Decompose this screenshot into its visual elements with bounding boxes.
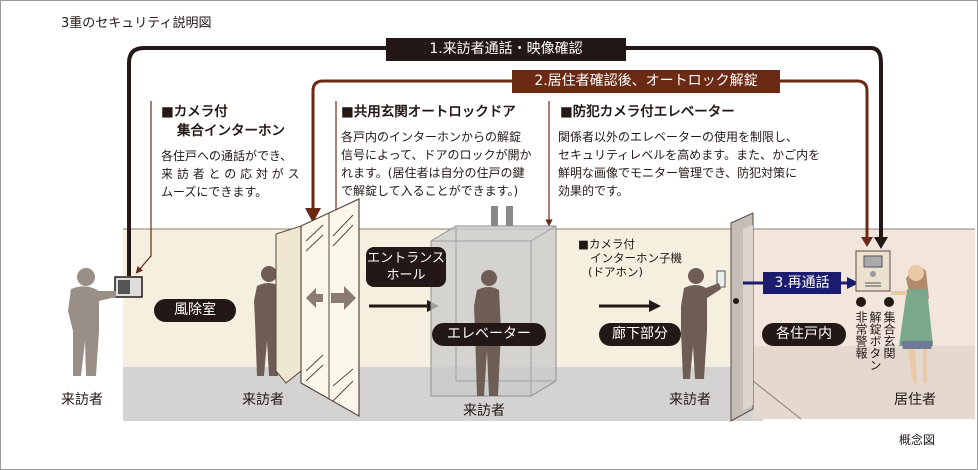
body-line: 効果的です。: [558, 184, 629, 198]
callout-elevator-body: 関係者以外のエレベーターの使用を制限し、 セキュリティレベルを高めます。また、か…: [558, 128, 820, 200]
flow2-arrowhead: [305, 208, 321, 223]
area-unit: 各住戸内: [762, 323, 846, 346]
body-line: 来 訪 者 と の 応 対 が ス: [161, 167, 300, 181]
visitor-figure-4: [681, 268, 721, 379]
label-line: ホール: [386, 268, 426, 283]
flow2-arrowhead-right: [861, 237, 873, 247]
visitor-label-1: 来訪者: [61, 392, 103, 408]
area-elevator: エレベーター: [432, 323, 546, 346]
emergency-alarm-label: 非常警報: [854, 311, 868, 359]
body-line: れます。(居住者は自分の住戸の鍵: [341, 166, 525, 180]
auto-lock-door-left: [275, 225, 302, 384]
conceptual-note: 概念図: [899, 433, 936, 447]
resident-label: 居住者: [894, 392, 936, 408]
area-entrance-hall: エントランス ホール: [366, 247, 446, 287]
body-line: 各住戸への通話ができ、: [161, 149, 293, 163]
flow2-label: 2.居住者確認後、オートロック解錠: [512, 70, 780, 93]
flow3-label: 3.再通話: [763, 272, 841, 294]
emergency-bullet: [856, 297, 866, 307]
home-intercom-monitor: [855, 250, 891, 292]
unit-floor: [753, 346, 975, 419]
callout-autolock-heading: ■共用玄関オートロックドア: [341, 104, 516, 120]
unlock-button-label-1: 集合玄関: [882, 311, 896, 359]
visitor-label-2: 来訪者: [242, 392, 284, 408]
callout-intercom-heading-2: 集合インターホン: [177, 123, 285, 139]
callout-intercom-body: 各住戸への通話ができ、 来 訪 者 と の 応 対 が ス ムーズにできます。: [161, 147, 300, 201]
flow1-label: 1.来訪者通話・映像確認: [386, 38, 626, 61]
body-line: ムーズにできます。: [161, 185, 268, 199]
body-line: で解錠して入ることができます。): [341, 184, 519, 198]
label-line: エントランス: [367, 251, 445, 266]
body-line: セキュリティレベルを高めます。また、かご内を: [558, 148, 821, 162]
label-line: (ドアホン): [588, 265, 643, 279]
body-line: 関係者以外のエレベーターの使用を制限し、: [558, 130, 799, 144]
label-line: ■カメラ付: [578, 237, 635, 251]
callout-elevator-heading: ■防犯カメラ付エレベーター: [560, 104, 735, 120]
resident-figure: [891, 265, 933, 383]
unlock-button-label-2: 解錠ボタン: [868, 311, 882, 371]
sliding-arrows: [306, 286, 356, 310]
label-line: インターホン子機: [590, 251, 682, 265]
area-corridor: 廊下部分: [599, 323, 681, 346]
body-line: 各戸内のインターホンからの解錠: [341, 130, 522, 144]
visitor-figure-2: [254, 266, 281, 376]
callout-autolock-body: 各戸内のインターホンからの解錠 信号によって、ドアのロックが開か れます。(居住…: [341, 128, 531, 200]
door-intercom-label: ■カメラ付 インターホン子機 (ドアホン): [578, 237, 682, 279]
area-vestibule: 風除室: [154, 299, 236, 322]
diagram-title: 3重のセキュリティ説明図: [61, 16, 212, 31]
body-line: 信号によって、ドアのロックが開か: [341, 148, 532, 162]
unlock-bullet: [884, 297, 894, 307]
door-intercom: [716, 270, 726, 288]
body-line: 鮮明な画像でモニター管理でき、防犯対策に: [558, 166, 798, 180]
callout-intercom-heading: ■カメラ付: [161, 104, 228, 120]
visitor-figure-1: [68, 268, 116, 376]
flow1-arrowhead: [874, 237, 888, 249]
visitor-label-3: 来訪者: [463, 403, 505, 419]
visitor-label-4: 来訪者: [669, 392, 711, 408]
